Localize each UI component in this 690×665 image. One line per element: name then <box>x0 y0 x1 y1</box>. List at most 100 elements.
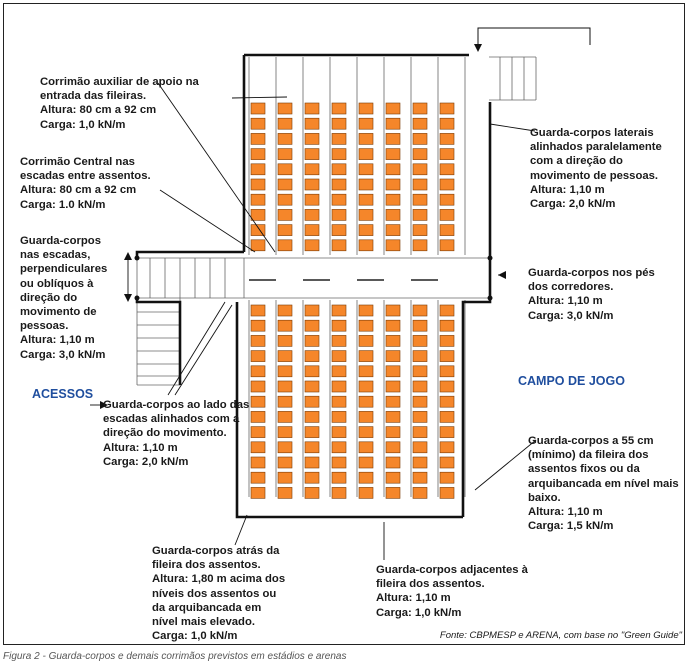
seat <box>358 319 374 332</box>
seat <box>250 209 266 221</box>
seat <box>412 365 428 378</box>
seat <box>277 193 293 206</box>
seat <box>385 239 401 252</box>
seat <box>250 441 266 454</box>
seat <box>250 224 266 236</box>
seat <box>439 426 455 438</box>
seat <box>385 319 401 332</box>
seat <box>439 224 455 236</box>
seat <box>412 441 428 454</box>
seat <box>439 102 455 115</box>
seat <box>358 163 374 176</box>
seat <box>250 335 266 347</box>
seat <box>331 350 347 362</box>
seat <box>277 456 293 469</box>
seat <box>412 335 428 347</box>
seat <box>250 304 266 317</box>
seat <box>439 163 455 176</box>
seat <box>304 487 320 499</box>
seat <box>439 239 455 252</box>
seat <box>304 209 320 221</box>
seat <box>358 411 374 423</box>
seat <box>331 395 347 408</box>
seat <box>412 224 428 236</box>
seat <box>439 411 455 423</box>
seat <box>304 395 320 408</box>
seat <box>304 178 320 191</box>
seat <box>439 441 455 454</box>
seat <box>250 163 266 176</box>
seat-grid <box>250 102 455 499</box>
seat <box>439 380 455 393</box>
seat <box>250 319 266 332</box>
seat <box>385 193 401 206</box>
seat <box>304 365 320 378</box>
seat <box>304 471 320 484</box>
seat <box>250 178 266 191</box>
seat <box>412 193 428 206</box>
seat <box>277 163 293 176</box>
seat <box>385 304 401 317</box>
seat <box>331 148 347 160</box>
seat <box>439 395 455 408</box>
seat <box>412 117 428 130</box>
seat <box>385 365 401 378</box>
seat <box>412 487 428 499</box>
seat <box>385 350 401 362</box>
seat <box>331 365 347 378</box>
seat <box>331 380 347 393</box>
seat <box>412 209 428 221</box>
seat <box>250 365 266 378</box>
seat <box>277 239 293 252</box>
seat <box>277 411 293 423</box>
seat <box>412 471 428 484</box>
seat <box>385 224 401 236</box>
seat <box>331 456 347 469</box>
seat <box>385 102 401 115</box>
seat <box>250 411 266 423</box>
seat <box>304 224 320 236</box>
seat <box>331 102 347 115</box>
seat <box>277 365 293 378</box>
access-label: ACESSOS <box>32 387 94 401</box>
seat <box>331 426 347 438</box>
label-corridor-feet: Guarda-corpos nos pés dos corredores. Al… <box>528 267 655 322</box>
seat <box>439 178 455 191</box>
seat <box>277 487 293 499</box>
seat <box>277 102 293 115</box>
seat <box>358 471 374 484</box>
seat <box>412 304 428 317</box>
seat <box>250 148 266 160</box>
seat <box>412 102 428 115</box>
seat <box>385 178 401 191</box>
figure-frame <box>3 3 685 645</box>
seat <box>385 380 401 393</box>
seat <box>250 239 266 252</box>
seat <box>331 335 347 347</box>
seat <box>304 380 320 393</box>
seat <box>439 335 455 347</box>
seat <box>358 487 374 499</box>
seat <box>412 163 428 176</box>
seat <box>304 411 320 423</box>
seat <box>358 304 374 317</box>
seat <box>250 193 266 206</box>
label-adjacent-rows: Guarda-corpos adjacentes à fileira dos a… <box>376 564 528 619</box>
label-lateral: Guarda-corpos laterais alinhados paralel… <box>530 127 662 211</box>
seat <box>412 319 428 332</box>
seat <box>331 471 347 484</box>
seat <box>331 193 347 206</box>
seat <box>331 224 347 236</box>
seat <box>331 133 347 145</box>
seat <box>331 487 347 499</box>
seat <box>304 441 320 454</box>
seat <box>358 102 374 115</box>
seat <box>358 365 374 378</box>
seat <box>250 117 266 130</box>
seat <box>277 319 293 332</box>
seat <box>385 209 401 221</box>
seat <box>277 224 293 236</box>
seat <box>385 148 401 160</box>
seat <box>439 148 455 160</box>
